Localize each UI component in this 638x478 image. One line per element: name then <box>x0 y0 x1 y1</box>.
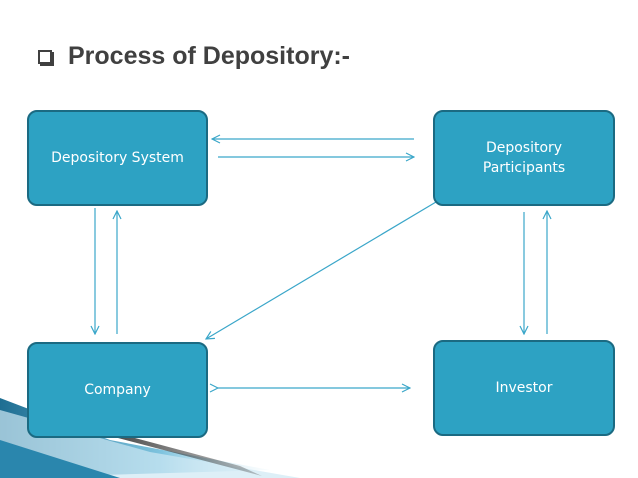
checkbox-bullet-icon <box>38 49 52 64</box>
slide-title: Process of Depository:- <box>38 42 350 71</box>
node-investor: Investor <box>433 340 615 436</box>
node-depository-participants: Depository Participants <box>433 110 615 206</box>
arrow-dp-to-company <box>206 201 437 339</box>
node-company: Company <box>27 342 208 438</box>
node-depository-system: Depository System <box>27 110 208 206</box>
slide-title-text: Process of Depository:- <box>68 42 351 70</box>
